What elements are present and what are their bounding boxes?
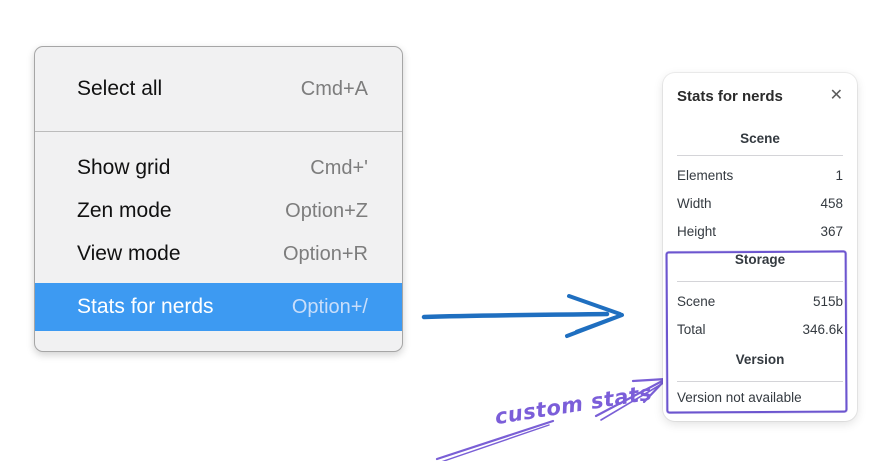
- menu-item-shortcut: Cmd+': [310, 156, 368, 179]
- menu-item-select-all[interactable]: Select all Cmd+A: [35, 47, 402, 131]
- stat-row-height: Height 367: [677, 222, 843, 240]
- stat-value: 515b: [812, 293, 843, 309]
- section-header-storage: Storage: [734, 252, 786, 267]
- menu-item-zen-mode[interactable]: Zen mode Option+Z: [35, 190, 402, 232]
- stat-row-scene-storage: Scene 515b: [677, 292, 843, 310]
- stats-panel-title: Stats for nerds: [677, 87, 783, 105]
- section-divider: [677, 281, 843, 282]
- menu-item-label: Zen mode: [77, 199, 172, 222]
- version-note: Version not available: [677, 390, 802, 405]
- context-menu: Select all Cmd+A Show grid Cmd+' Zen mod…: [34, 46, 403, 352]
- menu-item-shortcut: Option+R: [282, 242, 368, 265]
- stat-value: 346.6k: [802, 321, 843, 337]
- section-divider: [677, 155, 843, 156]
- section-header-scene: Scene: [740, 131, 780, 146]
- annotation-label: custom stats: [493, 380, 654, 430]
- stat-value: 367: [820, 223, 843, 239]
- stat-label: Elements: [677, 167, 734, 183]
- menu-separator: [35, 131, 402, 132]
- menu-item-label: Select all: [77, 77, 163, 100]
- stats-panel-header: Stats for nerds ✕: [677, 85, 843, 107]
- menu-item-stats-for-nerds[interactable]: Stats for nerds Option+/: [35, 283, 402, 331]
- stat-row-total-storage: Total 346.6k: [677, 320, 843, 338]
- stat-label: Height: [677, 223, 717, 239]
- menu-item-shortcut: Cmd+A: [300, 77, 368, 100]
- stat-row-elements: Elements 1: [677, 166, 843, 184]
- section-header-version: Version: [735, 352, 785, 367]
- menu-item-label: Stats for nerds: [77, 295, 214, 318]
- menu-item-label: View mode: [77, 242, 181, 265]
- stat-row-width: Width 458: [677, 194, 843, 212]
- menu-item-shortcut: Option+/: [291, 295, 368, 318]
- stats-panel: Stats for nerds ✕ Scene Elements 1 Width…: [663, 73, 857, 421]
- menu-item-show-grid[interactable]: Show grid Cmd+': [35, 147, 402, 189]
- menu-item-label: Show grid: [77, 156, 171, 179]
- stat-value: 1: [835, 167, 843, 183]
- stat-label: Scene: [677, 293, 716, 309]
- stat-label: Total: [677, 321, 706, 337]
- stat-label: Width: [677, 195, 712, 211]
- menu-item-view-mode[interactable]: View mode Option+R: [35, 233, 402, 275]
- blue-arrow: [421, 294, 624, 338]
- close-icon[interactable]: ✕: [829, 87, 843, 104]
- menu-item-shortcut: Option+Z: [285, 199, 368, 222]
- section-divider: [677, 381, 843, 382]
- stat-value: 458: [820, 195, 843, 211]
